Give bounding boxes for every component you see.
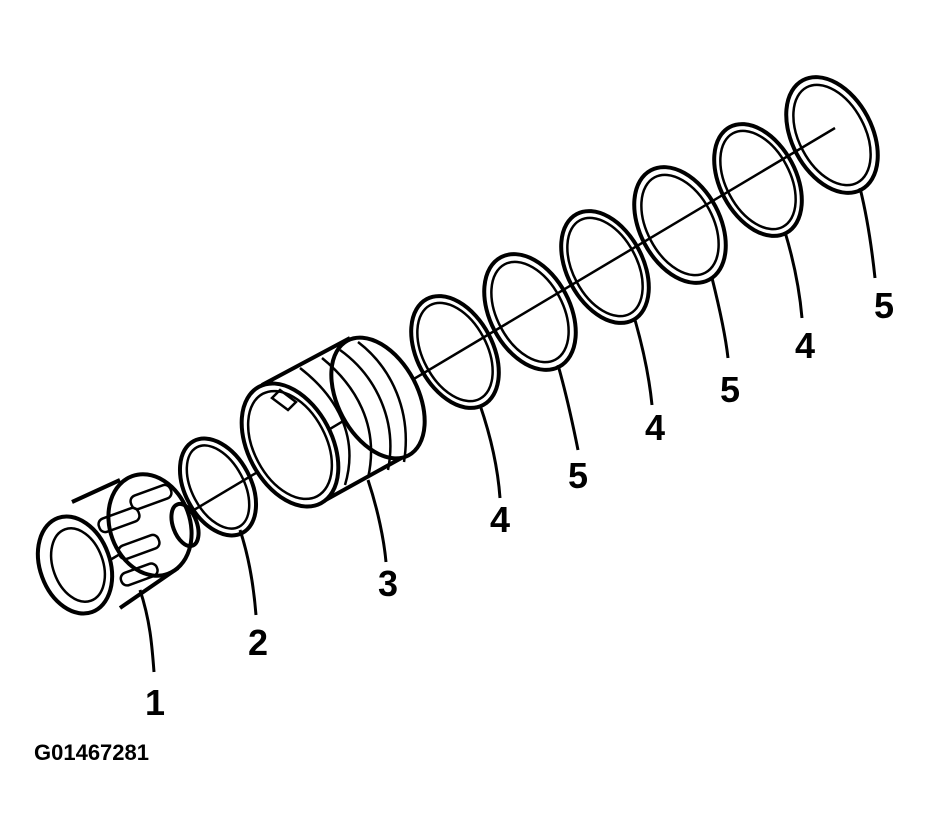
roller-bearing — [35, 472, 201, 616]
piston-sleeve — [239, 335, 427, 509]
flat-washer-ring — [632, 165, 728, 285]
callout-4: 4 — [490, 499, 510, 540]
callout-5: 5 — [874, 285, 894, 326]
callout-5: 5 — [720, 369, 740, 410]
assembly-axis — [109, 126, 836, 562]
figure-id: G01467281 — [34, 740, 149, 765]
thin-ring — [559, 209, 651, 325]
callout-4: 4 — [795, 325, 815, 366]
flat-washer-ring — [482, 252, 578, 372]
leader-lines — [138, 187, 877, 673]
callout-4: 4 — [645, 407, 665, 448]
flat-washer-ring — [784, 75, 880, 195]
callout-2: 2 — [248, 622, 268, 663]
callout-3: 3 — [378, 563, 398, 604]
thin-ring — [712, 122, 804, 238]
callout-5: 5 — [568, 455, 588, 496]
callout-1: 1 — [145, 682, 165, 723]
thin-ring — [409, 294, 501, 410]
